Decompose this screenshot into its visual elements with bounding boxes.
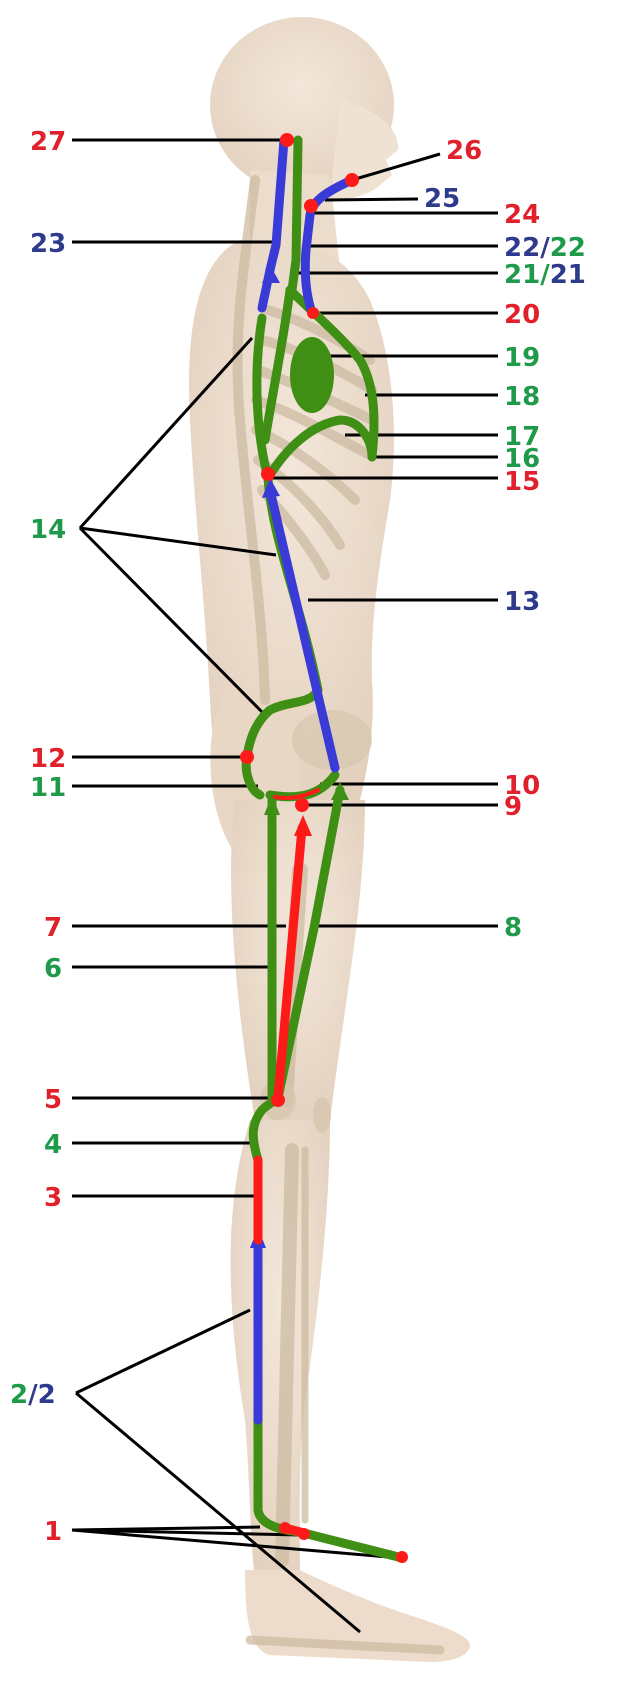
label-14: 14 [30, 515, 66, 545]
label-2-green: 2 [10, 1380, 28, 1410]
label-26: 26 [446, 136, 482, 166]
label-5: 5 [44, 1085, 62, 1115]
label-15: 15 [504, 467, 540, 497]
label-12: 12 [30, 744, 66, 774]
patella-bone [313, 1097, 331, 1133]
label-3: 3 [44, 1183, 62, 1213]
dot-24 [304, 199, 318, 213]
label-6: 6 [44, 954, 62, 984]
label-8: 8 [504, 913, 522, 943]
label-2: 2/2 [10, 1380, 56, 1410]
dot-27 [280, 133, 294, 147]
label-22-green: 22 [550, 233, 586, 263]
label-21: 21/21 [504, 260, 586, 290]
label-19: 19 [504, 343, 540, 373]
dot-1-c [396, 1551, 408, 1563]
label-2-blue: 2 [38, 1380, 56, 1410]
green-heart-mass [290, 337, 334, 413]
label-18: 18 [504, 382, 540, 412]
label-22-slash: / [540, 233, 550, 263]
label-22-blue: 22 [504, 233, 540, 263]
tibia [282, 1150, 292, 1560]
label-7: 7 [44, 913, 62, 943]
label-25: 25 [424, 184, 460, 214]
label-24: 24 [504, 200, 540, 230]
label-4: 4 [44, 1130, 62, 1160]
label-21-green: 21 [504, 260, 540, 290]
dot-1-a [279, 1522, 291, 1534]
leader-2-b [76, 1393, 360, 1632]
label-21-blue: 21 [550, 260, 586, 290]
dot-15 [261, 467, 275, 481]
label-13: 13 [504, 587, 540, 617]
label-22: 22/22 [504, 233, 586, 263]
dot-9 [295, 798, 309, 812]
dot-12 [240, 750, 254, 764]
label-21-slash: / [540, 260, 550, 290]
label-2-slash: / [28, 1380, 38, 1410]
dot-26 [345, 173, 359, 187]
leader-25 [325, 199, 418, 200]
label-9: 9 [504, 792, 522, 822]
dot-20 [307, 307, 319, 319]
leader-2-a [76, 1310, 250, 1393]
label-23: 23 [30, 229, 66, 259]
dot-5 [271, 1093, 285, 1107]
label-20: 20 [504, 300, 540, 330]
label-27: 27 [30, 127, 66, 157]
label-1: 1 [44, 1517, 62, 1547]
label-11: 11 [30, 773, 66, 803]
dot-1-b [298, 1528, 310, 1540]
